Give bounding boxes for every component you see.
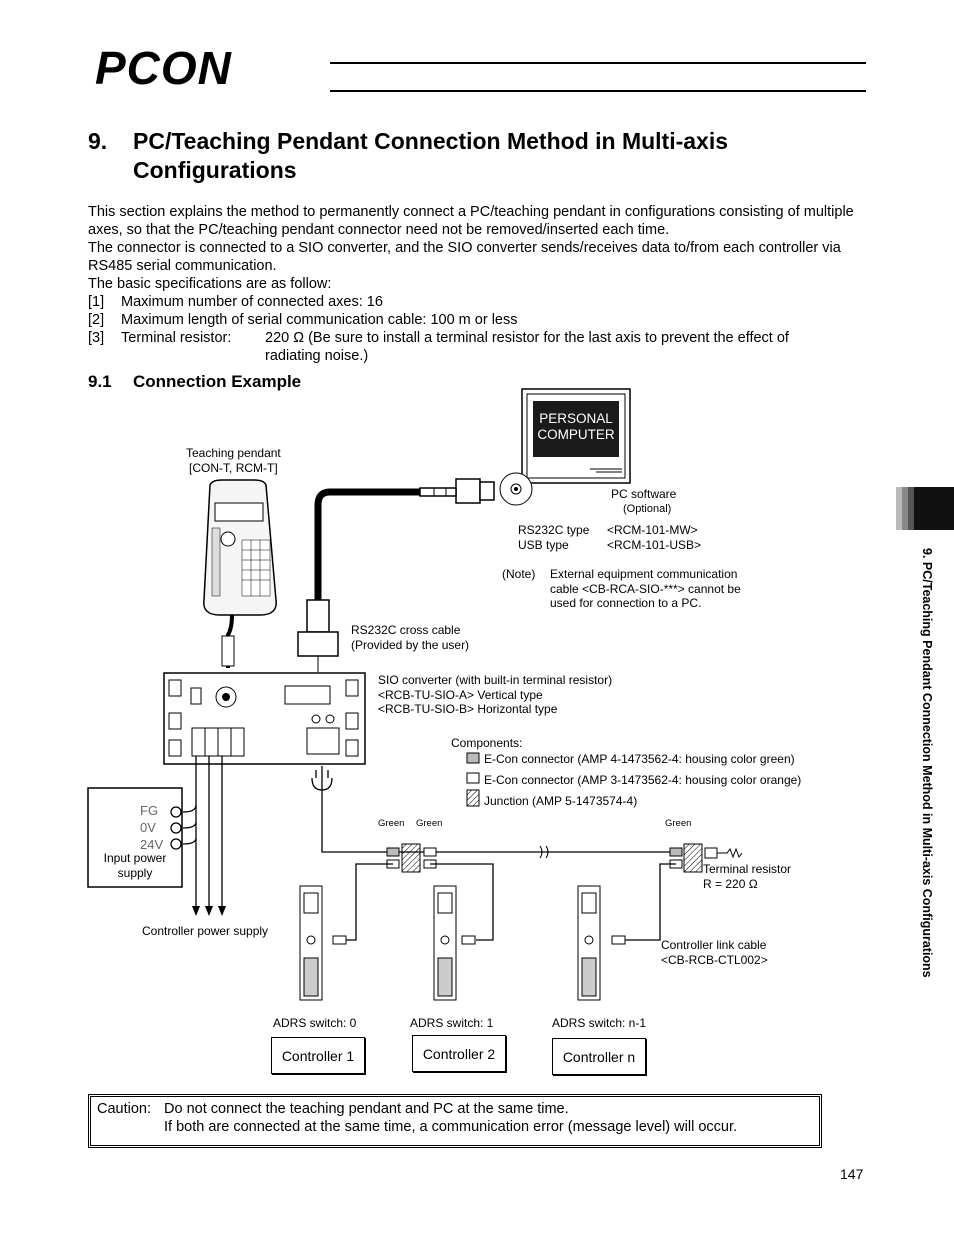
cross-cable-line-2: (Provided by the user): [351, 637, 470, 652]
controller-1-label: Controller 1: [271, 1037, 365, 1074]
logo-text: PCON: [95, 42, 232, 94]
header-rule-top: [330, 62, 866, 64]
section-number: 9.: [88, 128, 108, 154]
link-cable-label: Controller link cable <CB-RCB-CTL002>: [661, 938, 768, 967]
spec-label: Terminal resistor:: [121, 330, 232, 346]
teaching-pendant-icon: [203, 479, 277, 668]
side-tab-text: 9. PC/Teaching Pendant Connection Method…: [918, 548, 936, 1088]
usb-model-label: <RCM-101-USB>: [607, 538, 702, 552]
caution-line-2: If both are connected at the same time, …: [164, 1119, 738, 1135]
spec-number: [2]: [88, 312, 105, 328]
caution-line-1: Do not connect the teaching pendant and …: [164, 1101, 569, 1117]
rs232c-connector-icon: [297, 599, 339, 672]
input-power-supply-box: [87, 787, 183, 888]
component-3-label: Junction (AMP 5-1473574-4): [484, 794, 638, 808]
link-cable-line-2: <CB-RCB-CTL002>: [661, 952, 768, 967]
note-line-2: cable <CB-RCA-SIO-***> cannot be: [550, 581, 741, 596]
bus-connectors: [386, 843, 743, 873]
green-label-1: Green: [378, 818, 405, 829]
v24-label: 24V: [140, 837, 164, 852]
legend-icons: [466, 752, 480, 807]
sio-line-3: <RCB-TU-SIO-B> Horizontal type: [378, 702, 558, 717]
link-cable-line-1: Controller link cable: [661, 938, 767, 952]
adrs-label-1: ADRS switch: 0: [273, 1016, 357, 1030]
controller-2-label: Controller 2: [412, 1035, 506, 1072]
controller-n-icon: [577, 885, 601, 1001]
section-title: 9. PC/Teaching Pendant Connection Method…: [88, 127, 848, 185]
pendant-line-2: [CON-T, RCM-T]: [189, 460, 278, 475]
side-tab-marker: [896, 487, 954, 530]
note-line-3: used for connection to a PC.: [550, 596, 702, 610]
cross-cable-line-1: RS232C cross cable: [351, 623, 461, 637]
personal-computer-icon: [521, 388, 631, 484]
pc-software-label: PC software: [611, 487, 677, 501]
sio-line-1: SIO converter (with built-in terminal re…: [378, 673, 613, 687]
spec-number: [3]: [88, 330, 105, 346]
intro-paragraph-3: The basic specifications are as follow:: [88, 276, 332, 292]
pendant-line-1: Teaching pendant: [186, 446, 281, 460]
caution-label: Caution:: [97, 1101, 152, 1117]
note-line-1: External equipment communication: [550, 567, 738, 581]
fork-terminal-icon: [311, 770, 333, 791]
pc-screen-line-1: PERSONAL: [539, 411, 613, 426]
spec-text: 220 Ω (Be sure to install a terminal res…: [265, 330, 789, 346]
controller-n-label: Controller n: [552, 1038, 646, 1075]
terminal-resistor-line-1: Terminal resistor: [703, 862, 792, 876]
rs232c-model-label: <RCM-101-MW>: [607, 523, 698, 537]
intro-paragraph-2: The connector is connected to a SIO conv…: [88, 240, 841, 274]
subsection-number: 9.1: [88, 372, 112, 391]
pcon-logo: PCON: [95, 45, 232, 91]
fg-label: FG: [140, 803, 159, 818]
spec-text: Maximum number of connected axes: 16: [121, 294, 383, 310]
spec-text-continued: radiating noise.): [265, 348, 369, 364]
input-power-line-2: supply: [117, 865, 153, 880]
optional-label: (Optional): [623, 503, 672, 515]
pc-cable-plug-icon: [419, 478, 495, 504]
zero-v-label: 0V: [140, 820, 156, 835]
controller-2-icon: [433, 885, 457, 1001]
green-label-2: Green: [416, 818, 443, 829]
component-1-label: E-Con connector (AMP 4-1473562-4: housin…: [484, 752, 795, 766]
subsection-title-text: Connection Example: [133, 372, 302, 391]
controller-power-label: Controller power supply: [142, 924, 269, 938]
adrs-label-n: ADRS switch: n-1: [552, 1016, 647, 1030]
green-label-3: Green: [665, 818, 692, 829]
pendant-label: Teaching pendant [CON-T, RCM-T]: [186, 446, 281, 475]
pc-screen-label: PERSONAL COMPUTER: [533, 411, 619, 443]
caution-box: Caution: Do not connect the teaching pen…: [88, 1094, 822, 1148]
rs232c-type-label: RS232C type: [518, 523, 590, 537]
sio-line-2: <RCB-TU-SIO-A> Vertical type: [378, 687, 543, 702]
note-text: External equipment communication cable <…: [550, 567, 741, 611]
sio-converter-label: SIO converter (with built-in terminal re…: [378, 673, 612, 717]
intro-paragraph-1: This section explains the method to perm…: [88, 204, 854, 238]
sio-converter-icon: [163, 672, 366, 765]
usb-type-label: USB type: [518, 538, 569, 552]
controller-1-icon: [299, 885, 323, 1001]
side-tab-label: 9. PC/Teaching Pendant Connection Method…: [920, 548, 934, 978]
spec-text: Maximum length of serial communication c…: [121, 312, 518, 328]
terminal-resistor-line-2: R = 220 Ω: [703, 876, 758, 891]
components-label: Components:: [451, 736, 523, 750]
spec-number: [1]: [88, 294, 105, 310]
pc-screen-line-2: COMPUTER: [537, 427, 615, 442]
cd-disc-icon: [499, 472, 533, 506]
terminal-resistor-label: Terminal resistor R = 220 Ω: [703, 862, 791, 891]
section-title-text: PC/Teaching Pendant Connection Method in…: [133, 128, 729, 183]
note-label: (Note): [502, 567, 536, 581]
component-2-label: E-Con connector (AMP 3-1473562-4: housin…: [484, 773, 802, 787]
adrs-label-2: ADRS switch: 1: [410, 1016, 494, 1030]
cross-cable-label: RS232C cross cable (Provided by the user…: [351, 623, 469, 652]
input-power-label: Input power supply: [100, 851, 170, 880]
page-number: 147: [840, 1166, 864, 1182]
input-power-line-1: Input power: [103, 851, 167, 865]
header-rule-bottom: [330, 90, 866, 92]
power-terminals: [170, 806, 182, 850]
